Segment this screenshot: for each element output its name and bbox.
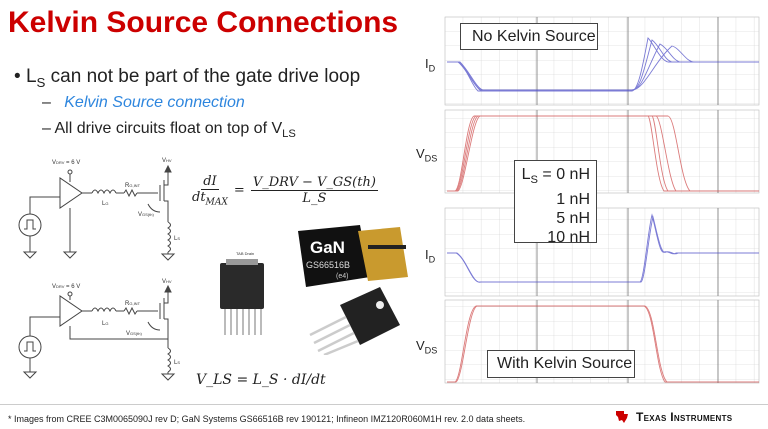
bullet-3: – All drive circuits float on top of VLS [42,120,296,140]
ls-label: LS [174,360,180,366]
vds-axis-label: VDS [416,338,438,356]
plot-panel-vds-no-kelvin [444,109,760,194]
vhv-label: VHV [162,158,172,164]
lg-label: LG [102,201,108,207]
bullet-text: All drive circuits float on top of V [54,120,283,137]
vhv-label: VHV [162,279,172,285]
gan-chip-image: GaN GS66516B (e4) [298,225,408,287]
eq-denominator: dt [192,190,206,205]
bullet-text: can not be part of the gate drive loop [45,66,361,87]
bullet-2: – Kelvin Source connection [42,94,245,112]
circuit-kelvin [18,284,176,381]
legend-item: 10 nH [547,229,590,247]
ti-logo: Texas Instruments [614,409,732,425]
vds-axis-label: VDS [416,146,438,164]
no-kelvin-label: No Kelvin Source [460,23,598,50]
with-kelvin-label: With Kelvin Source [487,350,635,378]
bullet-mark: – [42,94,51,111]
cree-d2pak-image: TAB Drain [220,251,264,335]
ti-brand-text: Texas Instruments [636,410,733,424]
svg-text:GaN: GaN [310,238,345,257]
eq-numerator: dI [201,174,219,190]
id-traces-no-kelvin [447,37,759,92]
circuit-diagrams: VDRV = 6 V VHV RG,INT LG VGS(th) LS VDRV… [18,158,180,381]
id-axis-label: ID [425,247,436,265]
legend-item: 1 nH [556,191,590,209]
id-traces-kelvin [447,213,759,283]
vdrv-label: VDRV = 6 V [52,284,80,290]
bullet-1: • LS can not be part of the gate drive l… [14,66,360,90]
bullet-mark: – [42,120,51,137]
bullet-sub: S [36,74,46,90]
ls-legend: LS = 0 nH 1 nH 5 nH 10 nH [514,160,597,246]
svg-text:GS66516B: GS66516B [306,260,350,270]
infineon-to247-image [309,287,400,355]
footnote: * Images from CREE C3M0065090J rev D; Ga… [8,414,526,424]
vds-traces-kelvin [447,305,759,383]
svg-text:(e4): (e4) [336,273,348,280]
bullet-mark: • [14,66,21,87]
chip-images: TAB Drain GaN GS66516B (e4) [220,225,408,355]
legend-item: 5 nH [556,210,590,228]
id-axis-label: ID [425,56,436,74]
ti-state-icon [616,411,628,423]
rg-label: RG,INT [125,183,141,189]
slide-title: Kelvin Source Connections [8,6,399,39]
eq-numerator: V_DRV − V_GS(th) [250,175,378,192]
equation-vls: V_LS = L_S · dI/dt [196,372,326,388]
circuit-labels: VDRV = 6 V VHV RG,INT LG VGS(th) LS VDRV… [52,158,180,366]
waveform-traces [447,37,759,383]
bullet-sub: LS [282,128,296,141]
plot-panels [444,16,760,384]
vgs-label: VGS(th) [138,212,154,218]
bullet-text: L [25,66,37,87]
vgs-label: VGS(th) [126,331,142,337]
ls-label: LS [174,236,180,242]
svg-text:TAB Drain: TAB Drain [236,251,254,256]
bullet-text: Kelvin Source connection [64,94,245,111]
circuit-no-kelvin [18,164,176,261]
lg-label: LG [102,321,108,327]
legend-item: LS = 0 nH [521,166,590,187]
waveform-plots [444,16,760,384]
rg-label: RG,INT [125,301,141,307]
plot-panel-id-kelvin [444,207,760,297]
vds-traces-no-kelvin [447,115,759,192]
eq-denominator: L_S [302,191,327,207]
eq-sub: MAX [205,197,228,208]
vdrv-label: VDRV = 6 V [52,160,80,166]
footer-divider [0,404,768,405]
